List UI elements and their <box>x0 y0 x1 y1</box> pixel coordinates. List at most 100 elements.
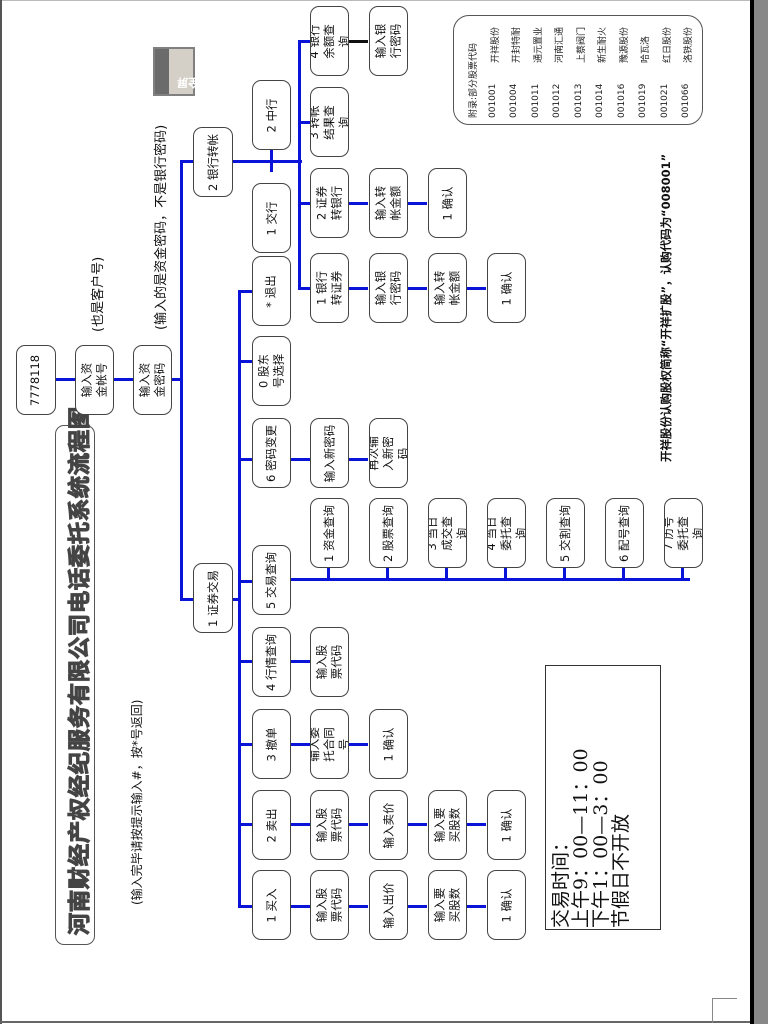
bank-option-2[interactable]: 2 中行 <box>252 80 291 150</box>
bank-item-1[interactable]: 1 银行转证券 <box>310 253 349 323</box>
item-label: 0 股东号选择 <box>256 353 286 389</box>
password-note: (输入的是资金密码，不是银行密码) <box>154 124 169 330</box>
connector <box>238 580 252 583</box>
cancel-step-1[interactable]: 输入委托合同号 <box>310 709 349 779</box>
stock-name: 红日股份 <box>662 26 673 63</box>
step-label: 1 确认 <box>439 186 454 220</box>
trading-hours-box <box>545 665 661 930</box>
buy-step-4[interactable]: 1 确认 <box>487 870 526 940</box>
stock-name: 洛铁股份 <box>684 26 694 63</box>
connector <box>290 458 310 461</box>
scrollbar[interactable] <box>754 0 768 1024</box>
connector <box>348 743 368 746</box>
sell-step-4[interactable]: 1 确认 <box>487 790 526 860</box>
securities-item-buy[interactable]: 1 买入 <box>252 870 291 940</box>
connector <box>180 598 194 601</box>
bank-label: 1 交行 <box>263 201 278 235</box>
menu-bank-transfer[interactable]: 2 银行转帐 <box>193 127 233 197</box>
bank-to-sec-step-2[interactable]: 输入转帐金额 <box>428 253 467 323</box>
step-label: 输入出价 <box>381 882 395 928</box>
securities-item-sell[interactable]: 2 卖出 <box>252 790 291 860</box>
securities-item-exit[interactable]: * 退出 <box>252 256 291 326</box>
connector <box>407 202 427 205</box>
query-item-4[interactable]: 4 当日委托查询 <box>487 498 526 568</box>
query-label: 1 资金查询 <box>322 504 337 562</box>
query-label: 5 交割查询 <box>558 504 573 562</box>
connector <box>466 287 486 290</box>
securities-item-cancel[interactable]: 3 撤单 <box>252 709 291 779</box>
connector <box>172 378 182 381</box>
step-label: 输入委托合同号 <box>310 726 349 762</box>
stock-name: 开封特耐 <box>512 26 522 63</box>
item-label: 5 交易查询 <box>264 551 279 609</box>
bank-item-label: 1 银行转证券 <box>314 270 344 306</box>
stock-name: 上蔡阀门 <box>576 26 587 63</box>
sec-to-bank-step-1[interactable]: 输入转帐金额 <box>369 168 408 238</box>
password-input-box[interactable]: 输入资金密码 <box>133 345 172 415</box>
step-label: 输入股票代码 <box>314 644 344 680</box>
securities-item-password-change[interactable]: 6 密码变更 <box>252 418 291 488</box>
quote-step-1[interactable]: 输入股票代码 <box>310 627 349 697</box>
query-label: 3 当日成交查询 <box>428 515 467 551</box>
connector <box>238 360 252 363</box>
query-label: 7 历号委托查询 <box>664 515 703 551</box>
connector <box>180 160 194 163</box>
query-item-1[interactable]: 1 资金查询 <box>310 498 349 568</box>
stock-name: 哈瓦洛 <box>641 35 651 63</box>
step-label: 输入要买股数 <box>432 887 462 923</box>
stock-codes-panel <box>453 15 703 125</box>
buy-step-1[interactable]: 输入股票代码 <box>310 870 349 940</box>
bank-option-1[interactable]: 1 交行 <box>252 183 291 253</box>
bank-balance-step-1[interactable]: 输入银行密码 <box>369 6 408 76</box>
sell-step-3[interactable]: 输入要买股数 <box>428 790 467 860</box>
bank-item-3[interactable]: 3 转帐结果查询 <box>310 87 349 157</box>
securities-item-quote[interactable]: 4 行情查询 <box>252 627 291 697</box>
sell-step-2[interactable]: 输入卖价 <box>369 790 408 860</box>
query-item-2[interactable]: 2 股票查询 <box>369 498 408 568</box>
sell-step-1[interactable]: 输入股票代码 <box>310 790 349 860</box>
buy-step-2[interactable]: 输入出价 <box>369 870 408 940</box>
stock-codes-heading: 附录:部分股票代码 <box>469 42 479 118</box>
account-input-box[interactable]: 输入资金帐号 <box>75 345 114 415</box>
connector <box>238 660 252 663</box>
step-label: 1 确认 <box>498 808 513 842</box>
bank-to-sec-step-3[interactable]: 1 确认 <box>487 253 526 323</box>
connector <box>407 287 427 290</box>
bank-trunk <box>298 40 301 290</box>
securities-item-shareholder-select[interactable]: 0 股东号选择 <box>252 336 291 406</box>
password-input-label: 输入资金密码 <box>137 362 167 398</box>
stock-code: 001021 <box>659 83 670 118</box>
step-label: 1 确认 <box>380 727 395 761</box>
cancel-step-2[interactable]: 1 确认 <box>369 709 408 779</box>
input-hint: (输入完毕请按提示输入#，按*号返回) <box>130 699 144 905</box>
sec-to-bank-step-2[interactable]: 1 确认 <box>428 168 467 238</box>
securities-item-trade-query[interactable]: 5 交易查询 <box>252 545 291 615</box>
query-item-5[interactable]: 5 交割查询 <box>546 498 585 568</box>
query-item-3[interactable]: 3 当日成交查询 <box>428 498 467 568</box>
step-label: 输入要买股数 <box>432 807 462 843</box>
query-item-6[interactable]: 6 配号查询 <box>605 498 644 568</box>
item-label: 1 买入 <box>263 888 278 922</box>
stock-name: 开祥股份 <box>490 26 501 63</box>
bank-item-2[interactable]: 2 证券转银行 <box>310 168 349 238</box>
query-label: 4 当日委托查询 <box>487 515 526 551</box>
password-change-step-2[interactable]: 再次输入新密码 <box>369 418 408 488</box>
stock-code: 001013 <box>573 83 584 118</box>
step-label: 再次输入新密码 <box>369 435 408 471</box>
subscription-notice: 开祥股份认购股权简称“开祥扩股”，认购代码为“008001” <box>659 153 673 462</box>
connector <box>113 378 133 381</box>
query-item-7[interactable]: 7 历号委托查询 <box>664 498 703 568</box>
bank-item-4[interactable]: 4 银行余额查询 <box>310 6 349 76</box>
buy-step-3[interactable]: 输入要买股数 <box>428 870 467 940</box>
query-label: 6 配号查询 <box>617 504 632 562</box>
bank-item-label: 2 证券转银行 <box>314 185 344 221</box>
fullscreen-button[interactable]: 全屏 ▸ <box>153 47 199 96</box>
step-label: 输入新密码 <box>322 424 336 482</box>
stock-name: 新生耐火 <box>598 26 608 63</box>
bank-to-sec-step-1[interactable]: 输入银行密码 <box>369 253 408 323</box>
password-change-step-1[interactable]: 输入新密码 <box>310 418 349 488</box>
account-input-label: 输入资金帐号 <box>79 362 109 398</box>
connector <box>622 568 625 580</box>
menu-securities[interactable]: 1 证券交易 <box>193 563 233 633</box>
connector <box>407 905 427 908</box>
